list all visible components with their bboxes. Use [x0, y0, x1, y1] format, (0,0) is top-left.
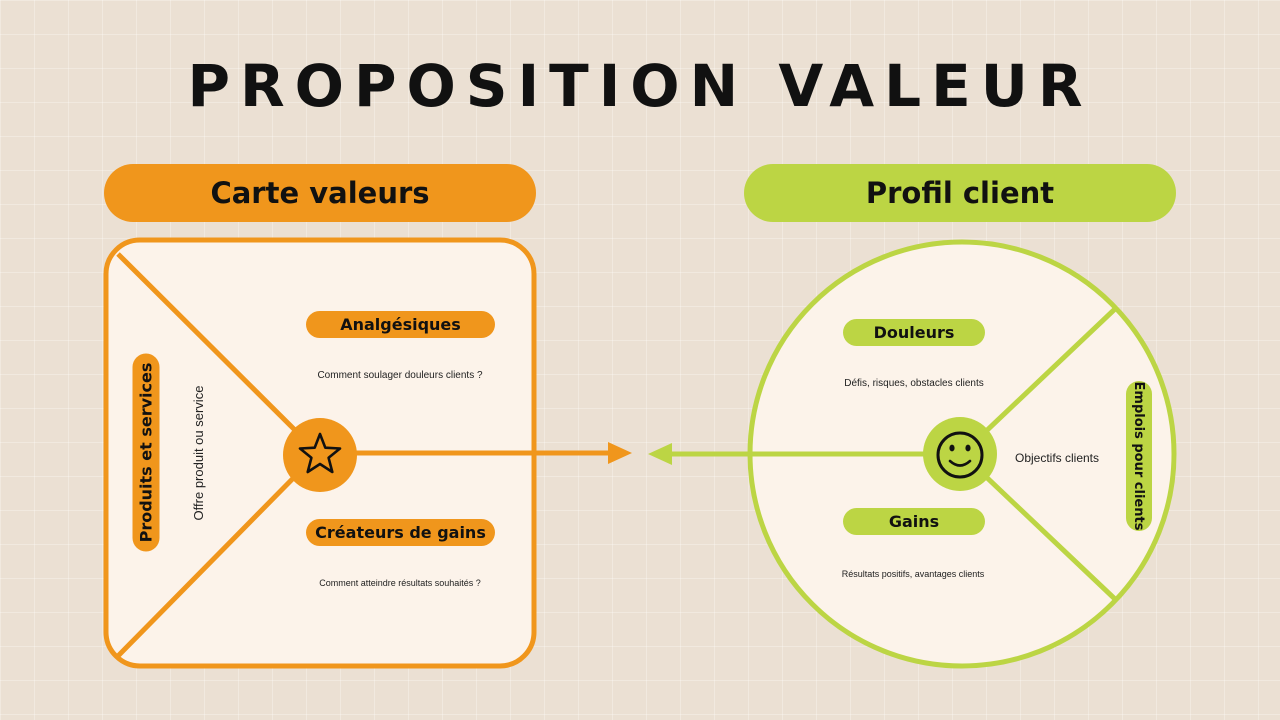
- value-map-divider-top: [116, 252, 320, 455]
- value-arrow-head: [608, 442, 632, 464]
- gain-creators-text: Comment atteindre résultats souhaités ?: [319, 578, 481, 588]
- gains-label: Gains: [843, 508, 985, 535]
- gains-text: Résultats positifs, avantages clients: [841, 569, 985, 579]
- jobs-label: Emplois pour clients: [1126, 381, 1152, 531]
- star-icon: [298, 432, 342, 474]
- value-map-divider-bottom: [116, 451, 320, 658]
- products-services-label: Produits et services: [132, 353, 160, 552]
- value-map-center: [283, 418, 357, 492]
- gain-creators-label: Créateurs de gains: [306, 519, 495, 546]
- pain-relievers-text: Comment soulager douleurs clients ?: [317, 370, 483, 381]
- customer-profile-header: Profil client: [744, 164, 1176, 222]
- pains-text: Défis, risques, obstacles clients: [844, 378, 984, 389]
- pain-relievers-label: Analgésiques: [306, 311, 495, 338]
- jobs-text: Objectifs clients: [1014, 451, 1100, 465]
- customer-profile-center: [923, 417, 997, 491]
- page-title: PROPOSITION VALEUR: [187, 52, 1093, 120]
- profile-arrow-head: [648, 443, 672, 465]
- value-map-header: Carte valeurs: [104, 164, 536, 222]
- products-services-text: Offre produit ou service: [190, 385, 206, 521]
- pains-label: Douleurs: [843, 319, 985, 346]
- smiley-icon: [936, 431, 984, 479]
